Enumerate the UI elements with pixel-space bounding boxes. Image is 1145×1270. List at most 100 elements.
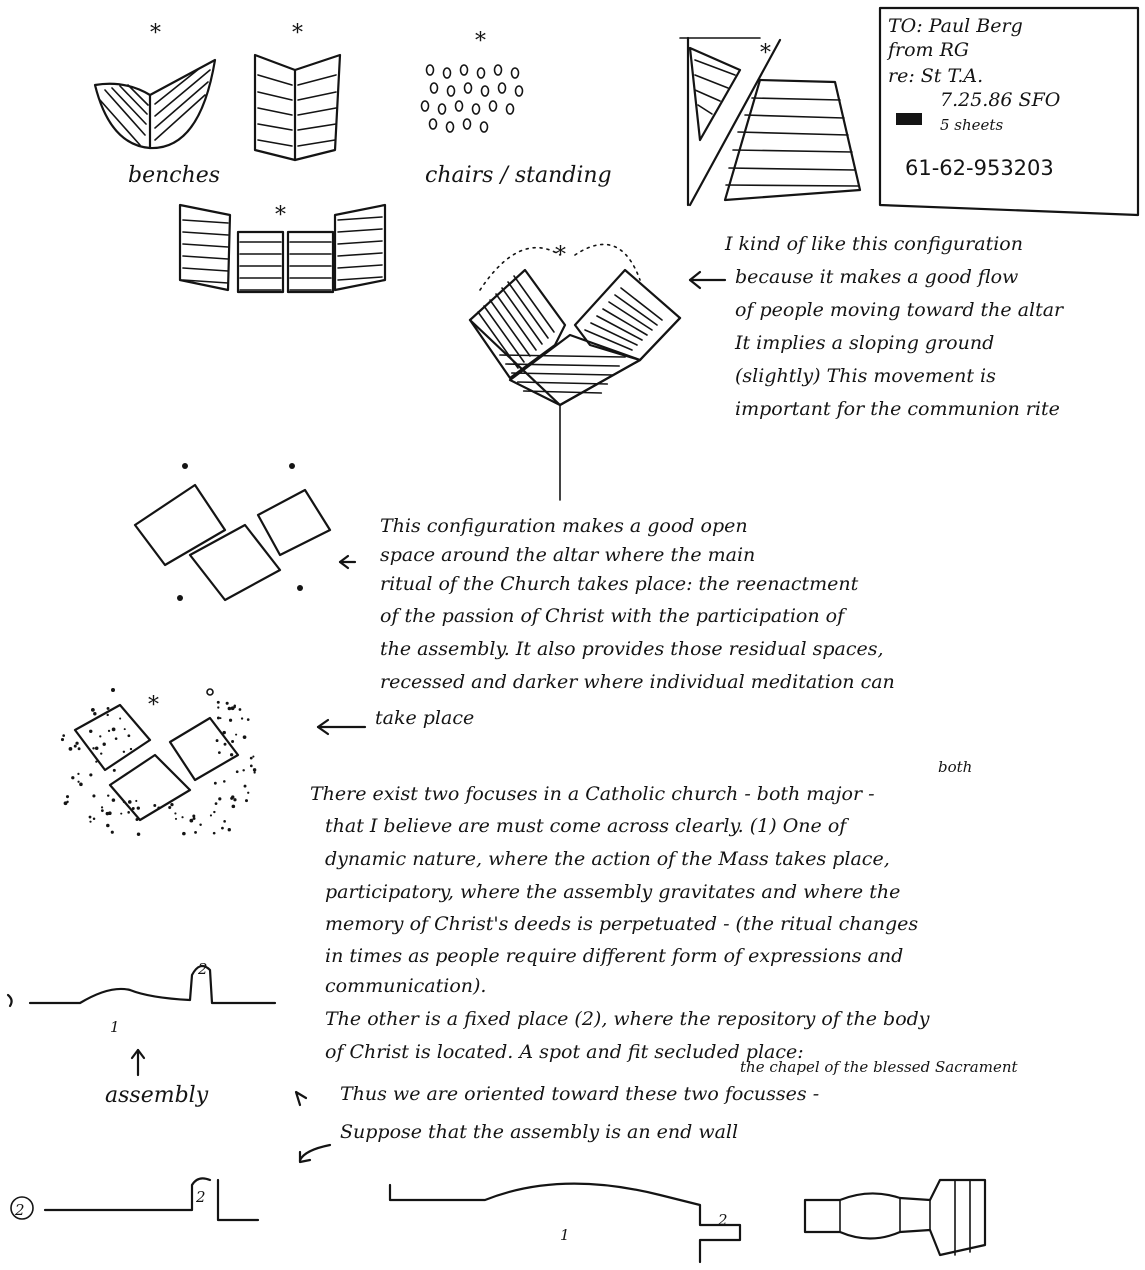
- sketch-benches-straight: *: [255, 21, 340, 160]
- stipple-dot: [123, 751, 125, 753]
- label-assembly: assembly: [105, 1083, 209, 1108]
- stipple-dot: [135, 800, 137, 802]
- label-benches: benches: [128, 163, 220, 188]
- bench-line: [338, 277, 382, 280]
- chair-mark: [448, 86, 455, 96]
- stipple-dot: [217, 706, 219, 708]
- chair-mark: [499, 83, 506, 93]
- sketch-benches-fan: * benches: [95, 21, 220, 188]
- svg-text:*: *: [150, 21, 161, 46]
- chair-mark: [507, 104, 514, 114]
- stipple-dot: [230, 797, 233, 800]
- stipple-dot: [247, 718, 250, 721]
- stipple-dot: [77, 781, 79, 783]
- bench-line: [338, 265, 382, 268]
- label-section-b-circled: 2: [14, 1201, 25, 1219]
- stipple-dot: [103, 743, 106, 746]
- svg-text:*: *: [148, 693, 159, 718]
- bench-line: [338, 217, 382, 220]
- stipple-dot: [95, 747, 99, 751]
- stipple-dot: [100, 752, 102, 754]
- assembly-indicator: assembly: [105, 1050, 209, 1108]
- memo-number: 61-62-953203: [905, 156, 1054, 180]
- memo-box: TO: Paul Berg from RG re: St T.A. 7.25.8…: [880, 8, 1138, 215]
- stipple-dot: [106, 824, 110, 828]
- bench-line: [500, 355, 625, 357]
- chair-mark: [465, 83, 472, 93]
- stipple-dot: [223, 780, 226, 783]
- stipple-dot: [89, 821, 91, 823]
- stipple-dot: [135, 818, 138, 821]
- stipple-dot: [228, 707, 232, 711]
- stipple-dot: [92, 794, 95, 797]
- chair-mark: [439, 104, 446, 114]
- stipple-dot: [93, 712, 96, 715]
- stipple-dot: [217, 701, 220, 704]
- stipple-dot: [232, 805, 236, 809]
- stipple-dot: [127, 734, 130, 737]
- bench-line: [183, 232, 228, 235]
- memo-date: 7.25.86 SFO: [940, 89, 1061, 111]
- memo-to: TO: Paul Berg: [888, 15, 1023, 37]
- stipple-dot: [217, 717, 220, 720]
- stipple-dot: [132, 807, 135, 810]
- stipple-dot: [157, 806, 160, 809]
- stipple-dot: [108, 730, 110, 732]
- arrow-note1: [690, 272, 725, 288]
- note1-line-4: It implies a sloping ground: [734, 332, 994, 354]
- chair-mark: [431, 83, 438, 93]
- stipple-dot: [231, 740, 234, 743]
- bench-line: [183, 268, 228, 271]
- note-configuration: I kind of like this configuration becaus…: [724, 233, 1065, 420]
- chair-mark: [427, 65, 434, 75]
- stipple-dot: [71, 776, 74, 779]
- stipple-dot: [223, 731, 226, 734]
- stipple-dot: [89, 773, 92, 776]
- stipple-dot: [193, 817, 196, 820]
- stipple-dot: [99, 735, 101, 737]
- section-sketch-a: 1 2: [8, 960, 275, 1036]
- label-section-a-one: 1: [110, 1018, 120, 1036]
- label-section-a-two: 2: [197, 960, 208, 978]
- chair-mark: [512, 68, 519, 78]
- stipple-dot: [230, 753, 233, 756]
- note2-line-2: space around the altar where the main: [380, 544, 755, 566]
- arrow-take-place: [318, 720, 365, 734]
- note-two-focusses: both There exist two focuses in a Cathol…: [310, 758, 1018, 1143]
- sketch-preferred-config: *: [470, 243, 680, 500]
- stipple-dot: [243, 735, 247, 739]
- label-section-c-two: 2: [717, 1211, 728, 1229]
- note-open-space: This configuration makes a good open spa…: [375, 515, 895, 729]
- label-section-c-one: 1: [560, 1226, 570, 1244]
- chair-mark: [461, 65, 468, 75]
- sketch-chairs: * chairs / standing: [422, 29, 612, 188]
- stipple-dot: [224, 743, 227, 746]
- stipple-dot: [66, 795, 69, 798]
- stipple-dot: [74, 745, 77, 748]
- bench-line: [338, 229, 382, 232]
- note3-line-1: There exist two focuses in a Catholic ch…: [310, 783, 875, 805]
- bench-line: [514, 276, 554, 332]
- stipple-dot: [236, 770, 239, 773]
- stipple-dot: [119, 718, 121, 720]
- chair-mark: [516, 86, 523, 96]
- note2-line-1: This configuration makes a good open: [380, 515, 748, 537]
- stipple-dot: [112, 798, 116, 802]
- chair-mark: [473, 104, 480, 114]
- memo-sheets: 5 sheets: [940, 116, 1003, 134]
- note1-line-1: I kind of like this configuration: [724, 233, 1023, 255]
- stipple-dot: [223, 820, 226, 823]
- note3-both: both: [938, 758, 972, 776]
- stipple-dot: [93, 818, 96, 821]
- note2-line-3: ritual of the Church takes place: the re…: [380, 573, 859, 595]
- section-sketch-c: 1 2: [390, 1184, 740, 1262]
- bench-line: [508, 282, 548, 338]
- note3-line-7: communication).: [325, 975, 486, 997]
- stipple-dot: [92, 747, 94, 749]
- stipple-dot: [108, 811, 112, 815]
- stipple-dot: [91, 708, 95, 712]
- stipple-dot: [113, 769, 116, 772]
- note3-line-11: Suppose that the assembly is an end wall: [340, 1121, 738, 1143]
- stipple-dot: [229, 719, 232, 722]
